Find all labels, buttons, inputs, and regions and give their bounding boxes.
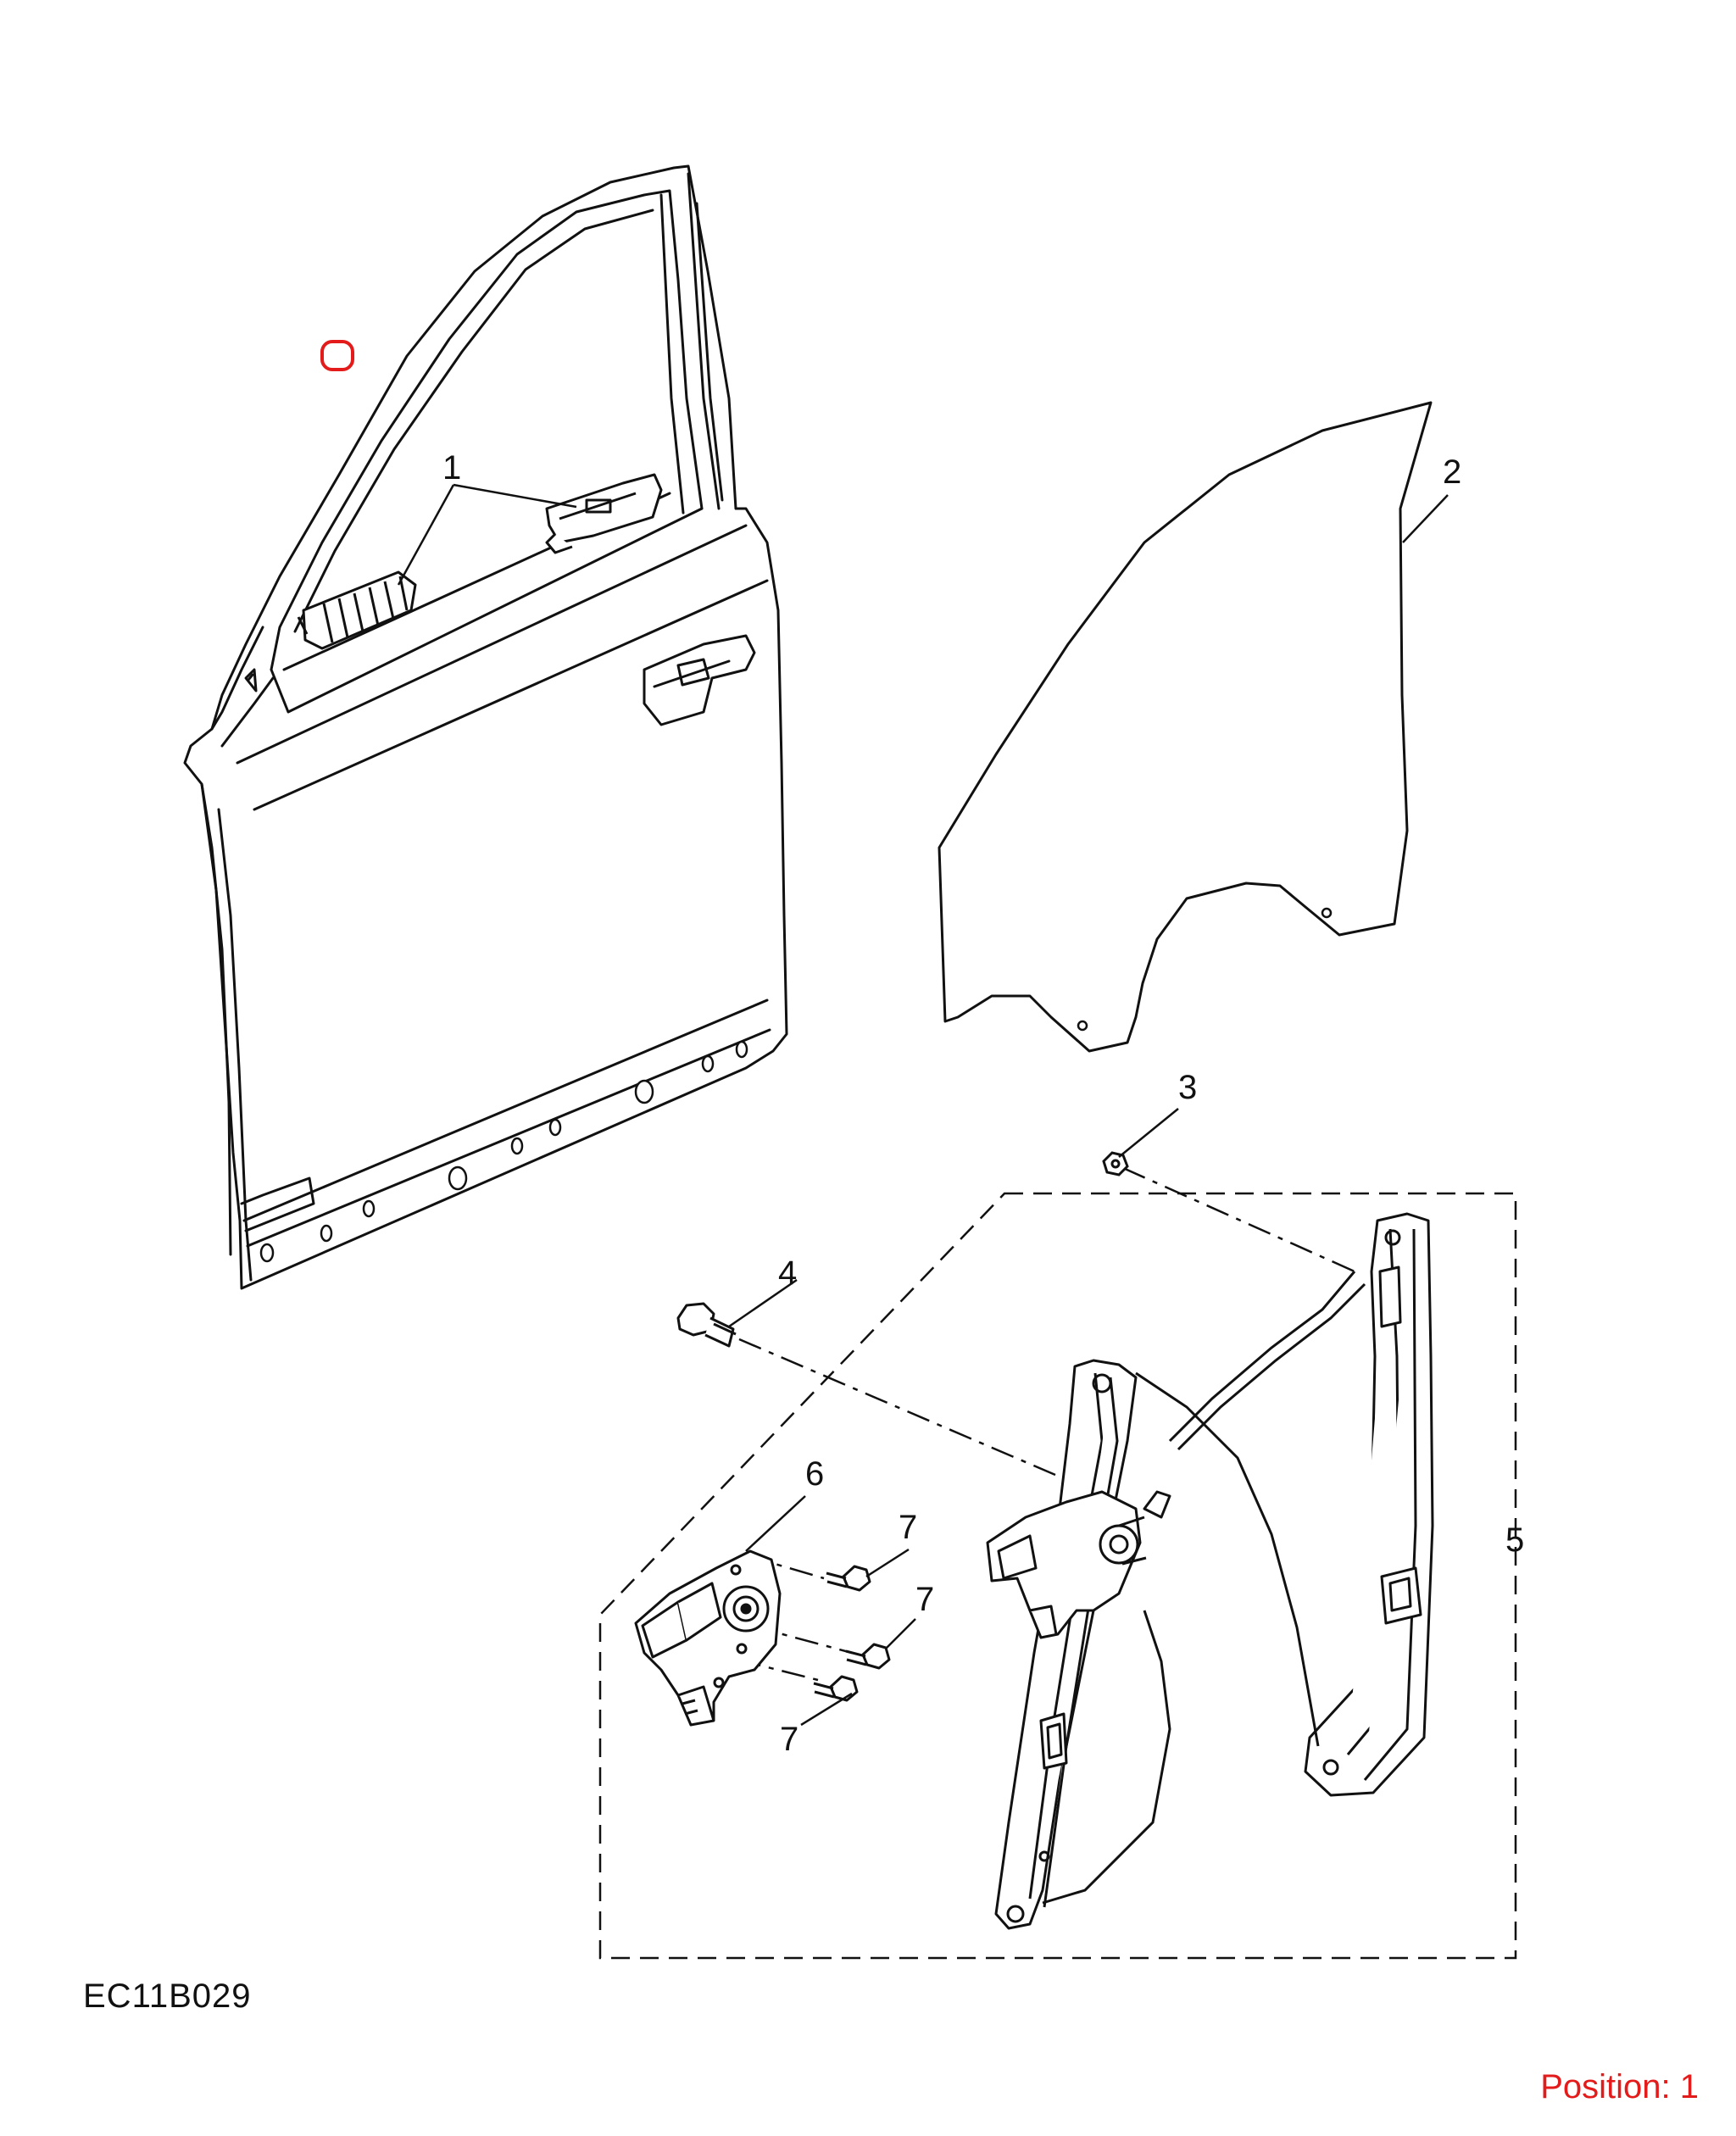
regulator-group-boundary [598,1192,1517,1960]
callout-6: 6 [805,1455,824,1493]
callout-7-upper: 7 [899,1509,917,1546]
rivet [1102,1151,1129,1176]
bolt [676,1302,737,1348]
leader-lines [397,483,1449,1727]
glass-hole-rear [1321,907,1333,919]
callout-2: 2 [1443,453,1461,491]
regulator-cable [1042,1271,1366,1905]
position-label: Position: 1 [1540,2068,1699,2105]
regulator-rear-rail [1304,1212,1434,1797]
door-shell [183,164,788,1290]
window-motor [634,1549,782,1727]
drawing-id: EC11B029 [83,1977,252,2015]
callout-7-lower: 7 [780,1721,798,1758]
motor-screw-lower [813,1675,859,1702]
guide-spring-lower [297,570,417,650]
callout-1: 1 [442,449,461,487]
callout-4: 4 [778,1254,797,1292]
position-marker [320,340,354,371]
regulator-front-rail [994,1359,1138,1930]
door-glass [938,401,1433,1053]
callout-labels: 1 2 3 4 5 6 7 7 7 [442,449,1524,1758]
installed-motor [986,1490,1171,1639]
callout-5: 5 [1505,1521,1524,1559]
guide-clip-upper [545,473,663,554]
callout-3: 3 [1178,1069,1197,1106]
glass-hole-front [1077,1020,1088,1032]
motor-screw-middle [845,1643,891,1670]
motor-screw-upper [826,1565,871,1592]
callout-7-middle: 7 [915,1581,934,1618]
door-hem-holes [259,1040,748,1263]
